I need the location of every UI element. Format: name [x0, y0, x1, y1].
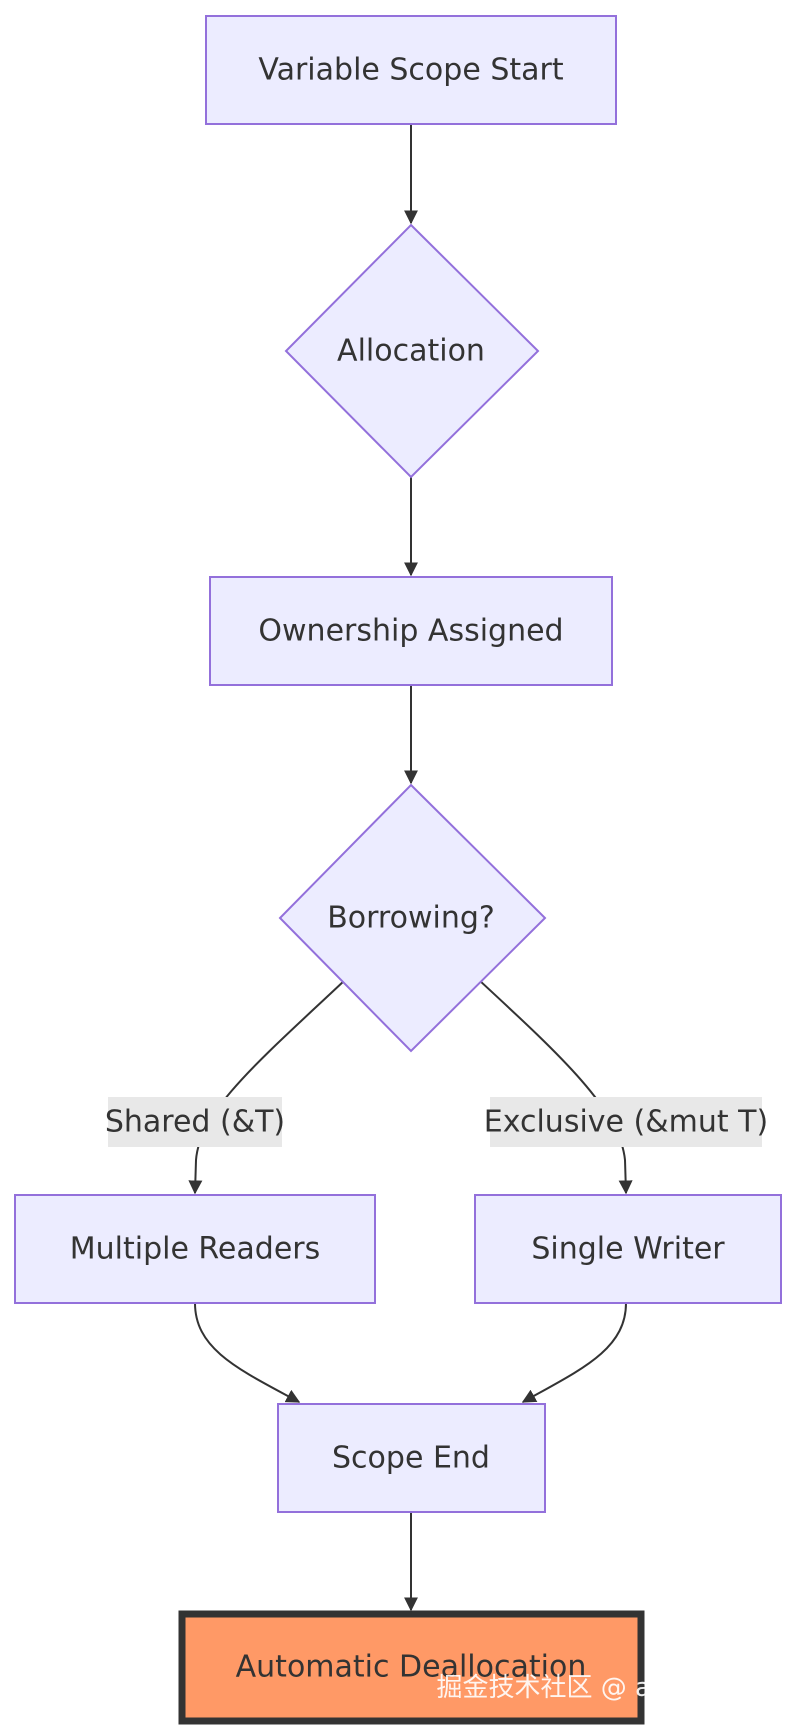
node-ownership[interactable]: Ownership Assigned — [209, 576, 613, 686]
edge-label-exclusive-text: Exclusive (&mut T) — [484, 1105, 768, 1140]
node-automatic-deallocation-label: Automatic Deallocation — [236, 1650, 587, 1685]
node-allocation-label: Allocation — [337, 334, 485, 369]
node-borrowing[interactable]: Borrowing? — [278, 783, 547, 1053]
node-scope-end-label: Scope End — [332, 1441, 490, 1476]
node-borrowing-label: Borrowing? — [327, 901, 495, 936]
node-single-writer-label: Single Writer — [531, 1232, 725, 1267]
edge-writer-to-scope-end — [521, 1302, 627, 1403]
node-multiple-readers-label: Multiple Readers — [70, 1232, 321, 1267]
edge-borrowing-to-readers — [188, 979, 346, 1195]
node-scope-start[interactable]: Variable Scope Start — [205, 15, 617, 125]
node-scope-start-label: Variable Scope Start — [258, 53, 563, 88]
edge-label-shared: Shared (&T) — [105, 1097, 285, 1147]
node-multiple-readers[interactable]: Multiple Readers — [14, 1194, 376, 1304]
edge-borrowing-to-writer — [478, 979, 633, 1195]
edge-readers-to-scope-end — [194, 1302, 301, 1403]
node-allocation[interactable]: Allocation — [284, 223, 540, 479]
node-automatic-deallocation[interactable]: Automatic Deallocation — [178, 1610, 645, 1725]
watermark: 掘金技术社区 @ alwaysrun — [437, 1673, 768, 1703]
node-ownership-label: Ownership Assigned — [258, 614, 563, 649]
edges — [188, 125, 633, 1612]
edge-label-shared-text: Shared (&T) — [105, 1105, 285, 1140]
edge-label-exclusive: Exclusive (&mut T) — [484, 1097, 768, 1147]
node-single-writer[interactable]: Single Writer — [474, 1194, 782, 1304]
node-scope-end[interactable]: Scope End — [277, 1403, 546, 1513]
